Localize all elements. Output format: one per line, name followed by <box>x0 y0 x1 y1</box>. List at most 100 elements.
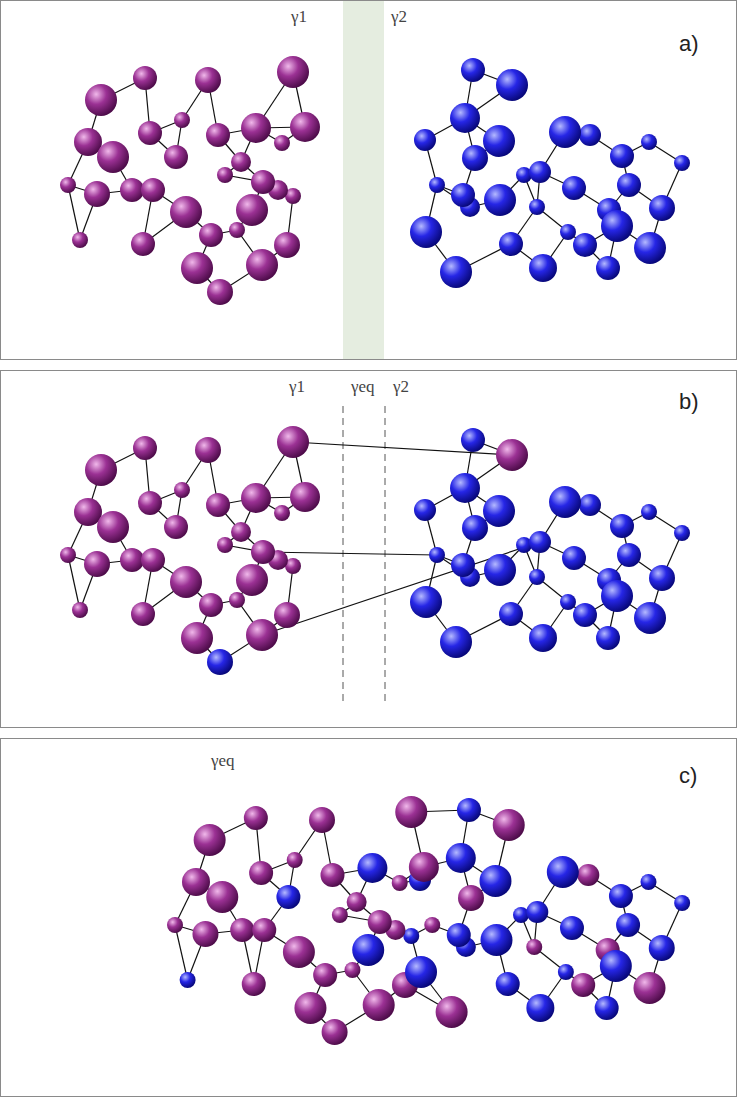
blue-ball <box>560 224 576 240</box>
purple-ball <box>294 992 326 1024</box>
blue-ball <box>529 199 545 215</box>
purple-ball <box>283 936 315 968</box>
figure-panel: γ1γ2a) <box>0 0 737 360</box>
blue-ball <box>450 473 480 503</box>
bond-line <box>262 542 540 635</box>
blue-ball <box>405 956 437 988</box>
blue-ball <box>462 145 488 171</box>
region-label: γ1 <box>291 7 307 27</box>
blue-ball <box>440 626 472 658</box>
bond-line <box>68 555 80 610</box>
purple-ball <box>133 436 157 460</box>
network-a <box>60 56 690 305</box>
blue-ball <box>649 935 675 961</box>
purple-ball <box>231 152 251 172</box>
purple-ball <box>287 852 303 868</box>
blue-ball <box>601 210 633 242</box>
purple-ball <box>249 861 273 885</box>
purple-ball <box>120 178 144 202</box>
purple-ball <box>74 498 102 526</box>
purple-ball <box>368 910 392 934</box>
purple-ball <box>242 972 266 996</box>
region-label: γeq <box>351 377 375 397</box>
blue-ball <box>649 195 675 221</box>
blue-ball <box>560 916 584 940</box>
blue-ball <box>481 924 513 956</box>
purple-ball <box>230 918 254 942</box>
purple-ball <box>72 232 88 248</box>
panel-letter: c) <box>679 763 697 789</box>
blue-ball <box>640 874 656 890</box>
purple-ball <box>60 177 76 193</box>
blue-ball <box>499 602 523 626</box>
blue-ball <box>526 901 548 923</box>
purple-ball <box>199 223 223 247</box>
purple-ball <box>85 84 117 116</box>
blue-ball <box>573 603 597 627</box>
blue-ball <box>440 256 472 288</box>
blue-ball <box>600 950 632 982</box>
purple-ball <box>409 852 439 882</box>
purple-ball <box>174 112 190 128</box>
purple-ball <box>309 807 335 833</box>
purple-ball <box>577 864 599 886</box>
blue-ball <box>634 602 666 634</box>
purple-ball <box>571 973 595 997</box>
blue-ball <box>496 69 528 101</box>
purple-ball <box>526 939 542 955</box>
blue-ball <box>560 594 576 610</box>
purple-ball <box>182 868 210 896</box>
blue-ball <box>579 494 601 516</box>
blue-ball <box>529 569 545 585</box>
blue-ball <box>601 580 633 612</box>
blue-ball <box>403 928 419 944</box>
purple-ball <box>274 135 290 151</box>
blue-ball <box>447 923 471 947</box>
blue-ball <box>634 232 666 264</box>
purple-ball <box>141 178 165 202</box>
purple-ball <box>85 454 117 486</box>
blue-ball <box>461 428 485 452</box>
blue-ball <box>549 116 581 148</box>
purple-ball <box>199 593 223 617</box>
blue-ball <box>558 964 574 980</box>
purple-ball <box>192 921 218 947</box>
purple-ball <box>84 181 110 207</box>
blue-ball <box>547 856 579 888</box>
purple-ball <box>181 622 213 654</box>
blue-ball <box>410 216 442 248</box>
blue-ball <box>573 233 597 257</box>
blue-ball <box>649 565 675 591</box>
blue-ball <box>562 176 586 200</box>
purple-ball <box>347 892 367 912</box>
blue-ball <box>429 177 445 193</box>
bond-line <box>68 185 80 240</box>
purple-ball <box>251 170 275 194</box>
blue-ball <box>617 173 641 197</box>
purple-ball <box>332 907 348 923</box>
purple-ball <box>206 881 238 913</box>
purple-ball <box>167 917 183 933</box>
dashed-boundary <box>343 406 344 706</box>
purple-ball <box>229 592 245 608</box>
purple-ball <box>246 249 278 281</box>
blue-ball <box>414 129 436 151</box>
purple-ball <box>97 141 129 173</box>
blue-ball <box>499 232 523 256</box>
purple-ball <box>217 167 233 183</box>
purple-ball <box>236 564 268 596</box>
blue-ball <box>579 124 601 146</box>
purple-ball <box>344 962 360 978</box>
purple-ball <box>195 67 221 93</box>
blue-ball <box>451 553 475 577</box>
purple-ball <box>194 824 226 856</box>
blue-ball <box>529 624 557 652</box>
interface-band <box>343 1 384 359</box>
purple-ball <box>241 113 271 143</box>
blue-ball <box>641 504 657 520</box>
purple-ball <box>60 547 76 563</box>
purple-ball <box>246 619 278 651</box>
blue-ball <box>562 546 586 570</box>
purple-ball <box>181 252 213 284</box>
blue-ball <box>529 531 551 553</box>
